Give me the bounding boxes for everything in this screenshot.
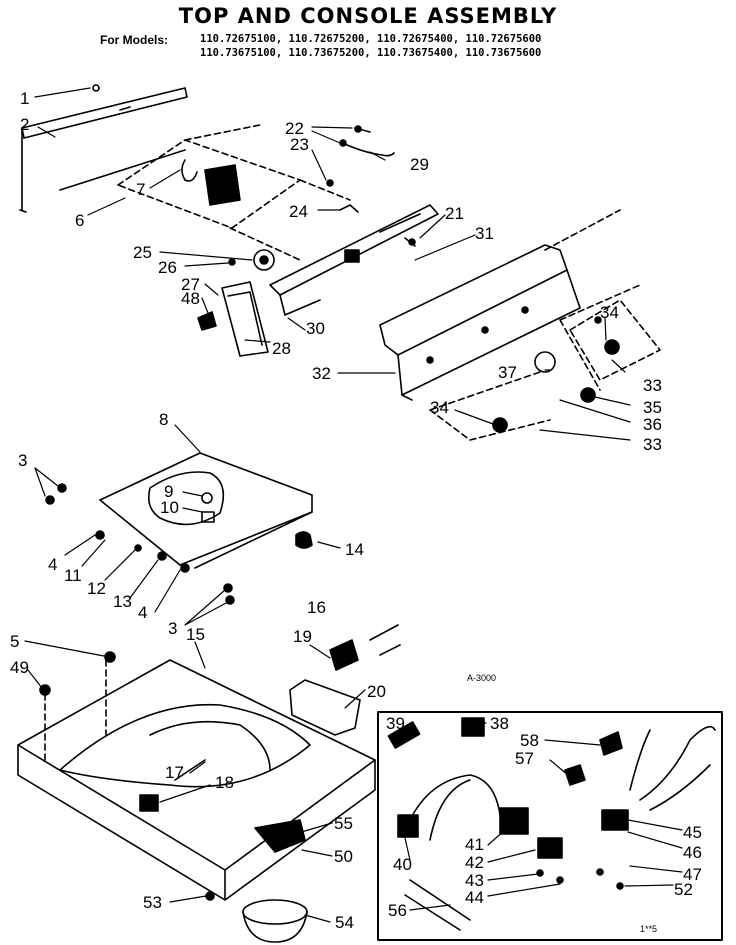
label-part-38: 38	[490, 714, 509, 733]
label-part-30: 30	[306, 319, 325, 338]
label-part-24: 24	[289, 202, 308, 221]
label-part-3-top: 3	[18, 451, 27, 470]
wiring-harness	[409, 725, 716, 841]
label-part-49: 49	[10, 658, 29, 677]
console-mounting-bracket	[269, 204, 439, 316]
label-part-21: 21	[445, 204, 464, 223]
label-part-17: 17	[165, 763, 184, 782]
console-backsplash	[379, 244, 581, 401]
label-part-46: 46	[683, 843, 702, 862]
label-part-47: 47	[683, 865, 702, 884]
label-part-37: 37	[498, 363, 517, 382]
label-part-34-top: 34	[600, 303, 619, 322]
label-part-33-bottom: 33	[643, 435, 662, 454]
label-part-19: 19	[293, 627, 312, 646]
label-part-3-bottom: 3	[168, 619, 177, 638]
label-part-15: 15	[186, 625, 205, 644]
timer-switch	[181, 159, 241, 206]
leader-lines	[24, 87, 683, 923]
label-part-9: 9	[164, 482, 173, 501]
label-part-41: 41	[465, 835, 484, 854]
label-part-32: 32	[312, 364, 331, 383]
label-part-29: 29	[410, 155, 429, 174]
label-part-35: 35	[643, 398, 662, 417]
label-part-12: 12	[87, 579, 106, 598]
label-part-31: 31	[475, 224, 494, 243]
label-part-25: 25	[133, 243, 152, 262]
page-title: TOP AND CONSOLE ASSEMBLY	[178, 4, 558, 28]
models-label: For Models:	[100, 33, 168, 47]
console-bezel	[221, 281, 269, 357]
rear-trim-strip	[19, 84, 188, 213]
label-part-43: 43	[465, 871, 484, 890]
label-part-48: 48	[181, 289, 200, 308]
label-part-42: 42	[465, 853, 484, 872]
label-part-4-right: 4	[138, 603, 147, 622]
label-part-4-left: 4	[48, 555, 57, 574]
label-part-45: 45	[683, 823, 702, 842]
label-part-26: 26	[158, 258, 177, 277]
page-mark: 1**5	[640, 924, 657, 934]
label-part-5: 5	[10, 632, 19, 651]
label-part-14: 14	[345, 540, 364, 559]
label-part-16: 16	[307, 598, 326, 617]
label-part-11: 11	[64, 566, 82, 585]
top-hinge-bumper	[139, 794, 159, 812]
timer-knob	[253, 249, 275, 271]
label-part-2: 2	[20, 115, 29, 134]
label-part-40: 40	[393, 855, 412, 874]
label-part-7: 7	[136, 180, 145, 199]
label-part-28: 28	[272, 339, 291, 358]
label-part-58: 58	[520, 731, 539, 750]
label-part-20: 20	[367, 682, 386, 701]
label-part-34-bottom: 34	[430, 398, 449, 417]
label-part-55: 55	[334, 814, 353, 833]
label-part-8: 8	[159, 410, 168, 429]
label-part-23: 23	[290, 135, 309, 154]
washer-top-panel	[17, 659, 376, 901]
label-part-50: 50	[334, 847, 353, 866]
label-part-1: 1	[20, 89, 29, 108]
models-line-1: 110.72675100, 110.72675200, 110.72675400…	[200, 33, 542, 45]
label-part-13: 13	[113, 592, 132, 611]
wiring-inset-frame	[377, 711, 723, 941]
label-part-57-inset: 57	[515, 749, 534, 768]
label-part-33-top: 33	[643, 376, 662, 395]
lid-hinge-parts	[45, 483, 235, 605]
screw-22	[339, 125, 395, 157]
part-number-labels: 1 2 6 7 22 23 29 24 21 31 25 26 27 48 30…	[10, 89, 702, 934]
label-part-22: 22	[285, 119, 304, 138]
models-line-2: 110.73675100, 110.73675200, 110.73675400…	[200, 47, 542, 59]
label-part-18: 18	[215, 773, 234, 792]
label-part-10: 10	[160, 498, 179, 517]
lid-switch	[289, 624, 401, 736]
bleach-dispenser-cup	[242, 899, 308, 943]
label-part-54: 54	[335, 913, 354, 932]
label-part-53: 53	[143, 893, 162, 912]
label-part-39: 39	[386, 714, 405, 733]
lid-assembly	[99, 452, 313, 569]
label-part-52: 52	[674, 880, 693, 899]
label-part-44: 44	[465, 888, 484, 907]
label-part-27: 27	[181, 275, 200, 294]
label-part-36: 36	[643, 415, 662, 434]
label-part-56: 56	[388, 901, 407, 920]
label-part-6: 6	[75, 211, 84, 230]
drawing-code: A-3000	[467, 673, 496, 683]
